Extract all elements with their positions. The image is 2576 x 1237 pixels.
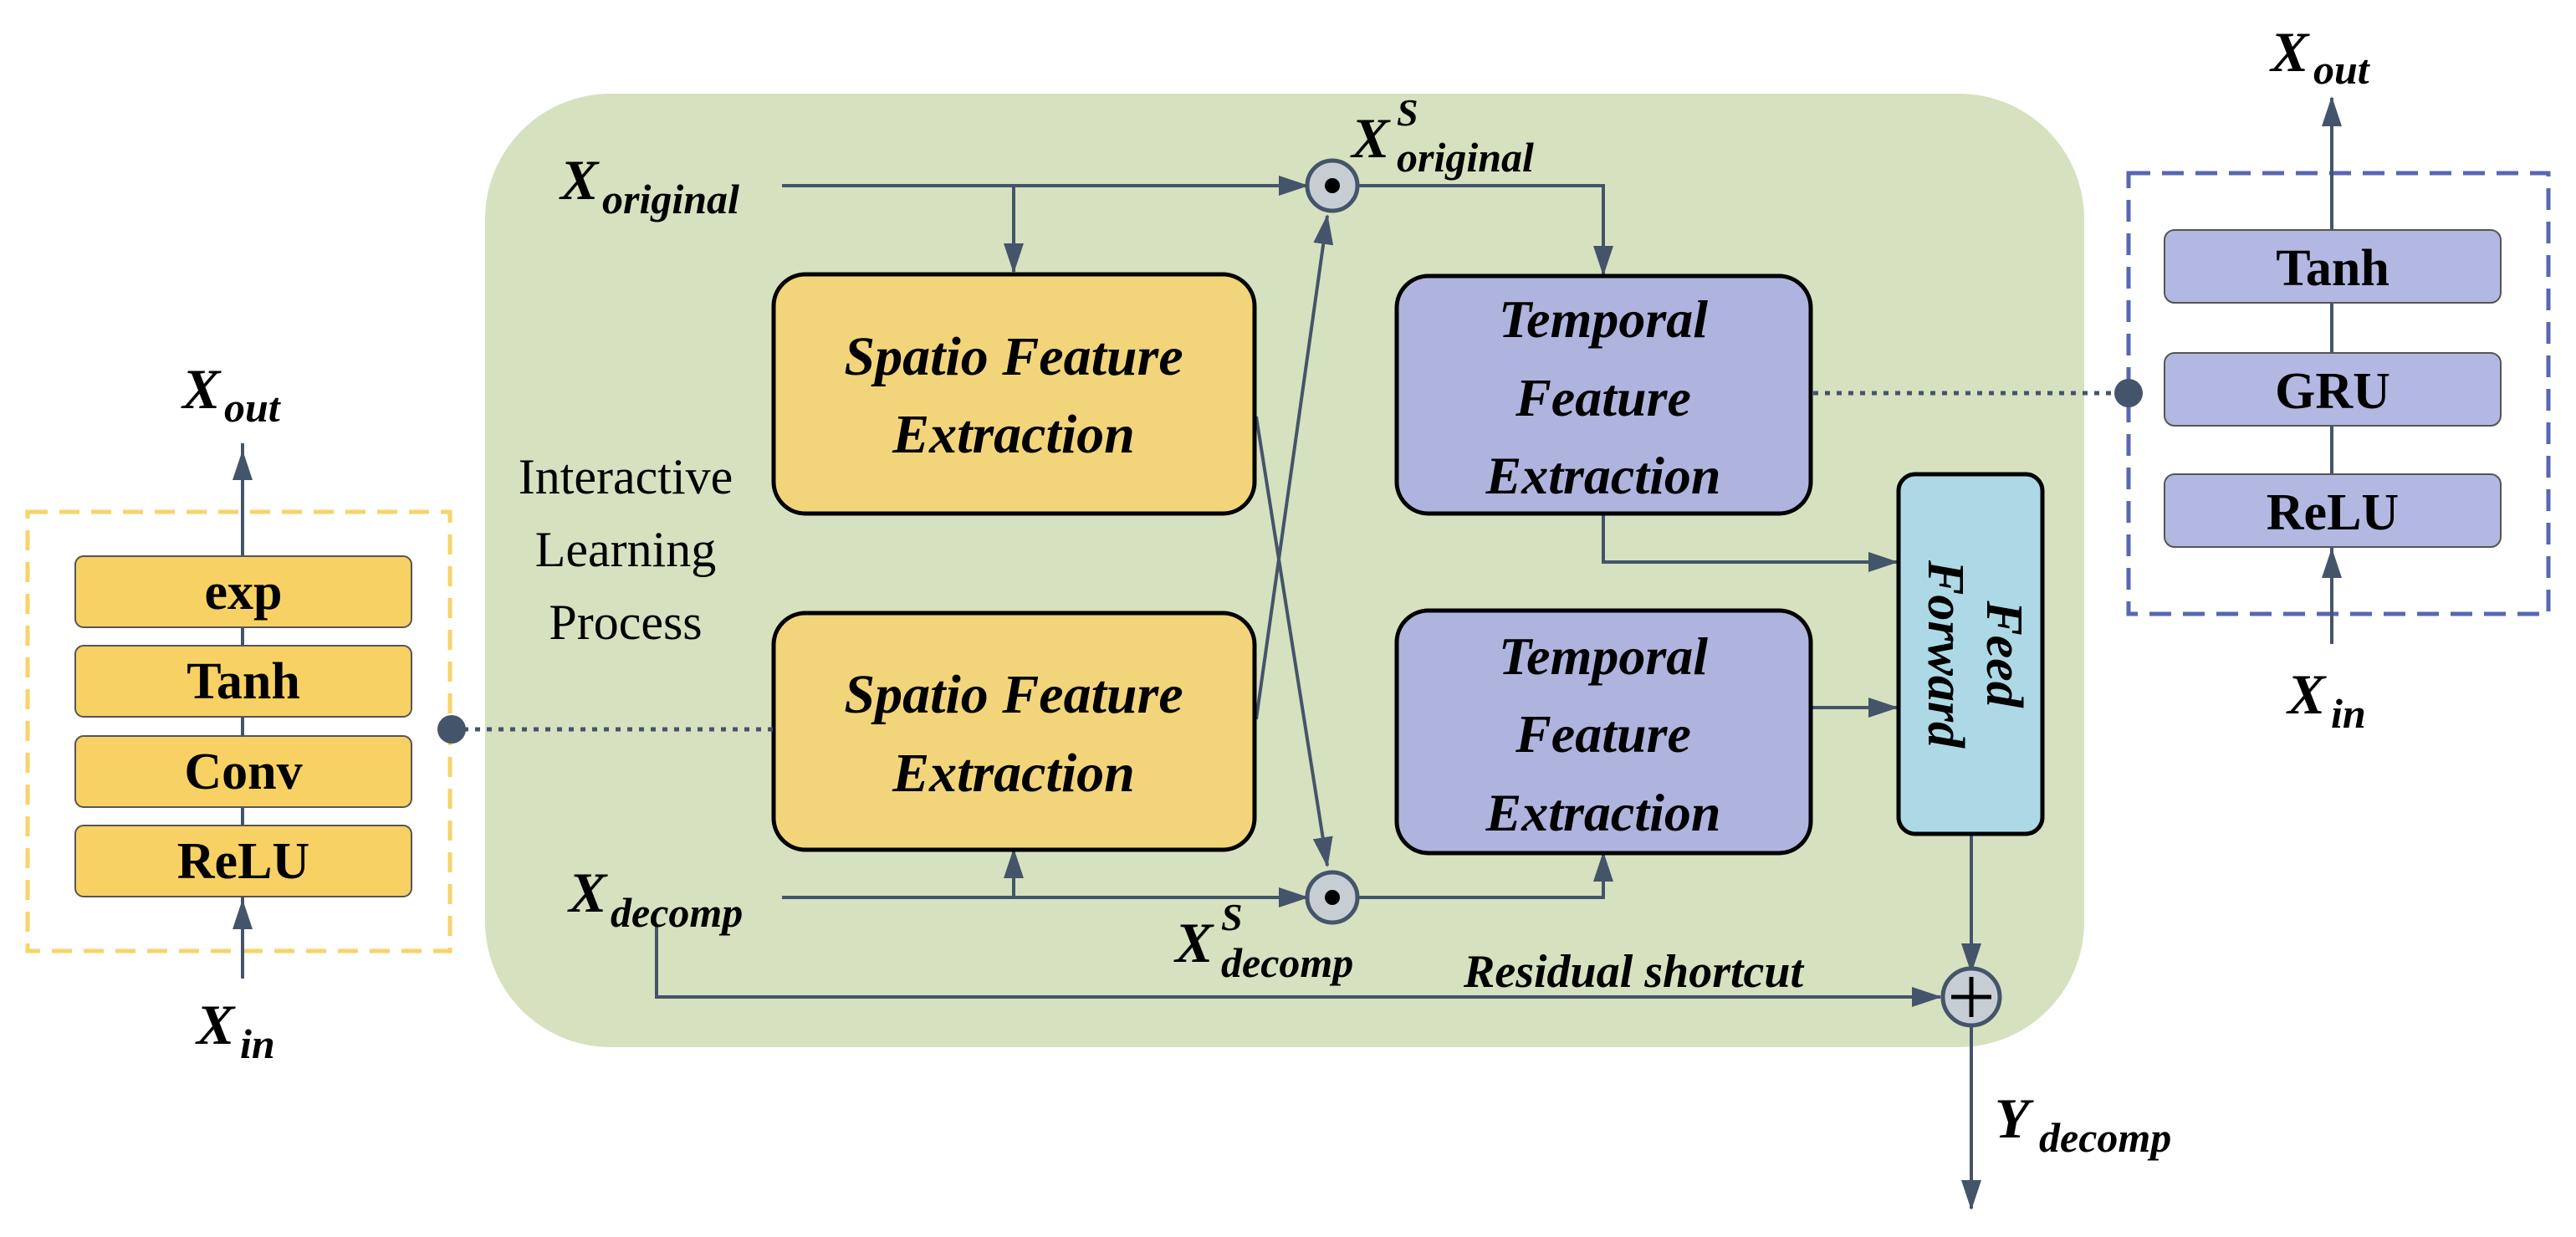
left-stack: exp Tanh Conv ReLU X out X in bbox=[25, 357, 452, 1067]
left-xin-sub: in bbox=[240, 1020, 275, 1067]
spatio-top-line1: Spatio Feature bbox=[844, 326, 1183, 387]
right-layer-tanh-label: Tanh bbox=[2276, 240, 2389, 297]
spatio-box-bottom: Spatio Feature Extraction bbox=[771, 611, 1257, 852]
label-x-s-decomp: X S decomp bbox=[1173, 896, 1353, 986]
x-decomp-base: X bbox=[567, 861, 608, 924]
left-connector bbox=[437, 715, 774, 744]
left-xout-sub: out bbox=[224, 384, 282, 431]
x-original-base: X bbox=[559, 148, 600, 212]
x-original-sub: original bbox=[602, 176, 739, 222]
right-xin-base: X bbox=[2286, 662, 2327, 726]
temporal-box-top: Temporal Feature Extraction bbox=[1394, 273, 1813, 516]
label-y-decomp: Y decomp bbox=[1995, 1086, 2171, 1161]
right-dashed-border bbox=[2126, 171, 2551, 616]
temporal-bottom-line3: Extraction bbox=[1485, 783, 1721, 842]
spatio-box-top: Spatio Feature Extraction bbox=[771, 272, 1257, 516]
right-layer-tanh: Tanh bbox=[2164, 229, 2502, 304]
filled-dot-icon bbox=[437, 715, 466, 744]
right-stack: Tanh GRU ReLU X out X in bbox=[2126, 20, 2551, 737]
right-xout-base: X bbox=[2269, 20, 2310, 84]
temporal-top-line2: Feature bbox=[1515, 368, 1691, 427]
feed-forward-line2: Forward bbox=[1917, 560, 1974, 749]
temporal-top-line1: Temporal bbox=[1499, 289, 1708, 349]
right-label-xin: X in bbox=[2286, 662, 2366, 737]
x-s-original-sup: S bbox=[1397, 91, 1418, 134]
x-s-decomp-sup: S bbox=[1221, 896, 1243, 938]
y-decomp-base: Y bbox=[1995, 1086, 2034, 1150]
right-label-xout: X out bbox=[2269, 20, 2371, 93]
left-layer-conv: Conv bbox=[74, 735, 412, 808]
x-s-original-base: X bbox=[1350, 106, 1391, 170]
left-layer-relu: ReLU bbox=[74, 825, 412, 897]
right-layer-gru-label: GRU bbox=[2275, 363, 2390, 420]
left-layer-exp: exp bbox=[74, 555, 412, 628]
interactive-learning-label: Interactive Learning Process bbox=[519, 449, 733, 650]
connections bbox=[655, 176, 1981, 1210]
arrow-hadamard-bottom-to-temporal-bottom bbox=[1357, 851, 1613, 899]
x-s-original-sub: original bbox=[1397, 134, 1534, 181]
spatio-bottom-line2: Extraction bbox=[892, 743, 1135, 804]
temporal-box-bottom: Temporal Feature Extraction bbox=[1394, 608, 1813, 856]
arrow-residual-shortcut bbox=[655, 924, 1942, 1007]
temporal-top-line3: Extraction bbox=[1485, 446, 1721, 505]
left-label-xin: X in bbox=[195, 993, 275, 1067]
left-layer-conv-label: Conv bbox=[184, 744, 302, 800]
left-layer-relu-label: ReLU bbox=[177, 833, 309, 890]
hadamard-top bbox=[1305, 158, 1360, 213]
x-s-decomp-sub: decomp bbox=[1221, 939, 1353, 986]
label-x-decomp: X decomp bbox=[567, 861, 743, 936]
label-x-original: X original bbox=[559, 148, 739, 222]
temporal-bottom-line2: Feature bbox=[1515, 704, 1691, 764]
arrow-temporal-top-to-feedforward bbox=[1602, 514, 1899, 572]
residual-shortcut-label: Residual shortcut bbox=[1463, 946, 1805, 998]
right-xout-sub: out bbox=[2313, 46, 2371, 93]
left-label-xout: X out bbox=[181, 357, 282, 431]
feed-forward-box: Feed Forward bbox=[1896, 472, 2045, 836]
right-layer-relu-label: ReLU bbox=[2267, 484, 2399, 541]
x-decomp-sub: decomp bbox=[611, 889, 743, 936]
left-layer-exp-label: exp bbox=[205, 564, 283, 621]
right-connector bbox=[1813, 379, 2143, 407]
left-xout-base: X bbox=[181, 357, 222, 421]
left-layer-tanh-label: Tanh bbox=[187, 653, 300, 710]
interactive-line1: Interactive bbox=[519, 449, 733, 504]
spatio-top-line2: Extraction bbox=[892, 404, 1135, 465]
temporal-bottom-line1: Temporal bbox=[1499, 626, 1708, 686]
x-s-decomp-base: X bbox=[1173, 911, 1214, 974]
label-x-s-original: X S original bbox=[1350, 91, 1534, 181]
y-decomp-sub: decomp bbox=[2039, 1114, 2171, 1161]
right-layer-relu: ReLU bbox=[2164, 473, 2502, 548]
right-layer-gru: GRU bbox=[2164, 352, 2502, 427]
interactive-line3: Process bbox=[549, 595, 702, 650]
arrow-spatio-bottom-to-hadamard-top bbox=[1255, 214, 1334, 720]
filled-dot-icon bbox=[2114, 379, 2143, 407]
interactive-line2: Learning bbox=[535, 522, 717, 577]
feed-forward-line1: Feed bbox=[1975, 600, 2032, 708]
arrow-spatio-top-to-hadamard-bottom bbox=[1255, 416, 1333, 867]
hadamard-bottom bbox=[1305, 870, 1360, 925]
spatio-bottom-line1: Spatio Feature bbox=[844, 664, 1183, 725]
arrow-hadamard-top-to-temporal-top bbox=[1357, 184, 1613, 276]
left-layer-tanh: Tanh bbox=[74, 645, 412, 718]
left-xin-base: X bbox=[195, 993, 236, 1056]
add-node bbox=[1940, 966, 2002, 1028]
right-xin-sub: in bbox=[2331, 690, 2366, 737]
